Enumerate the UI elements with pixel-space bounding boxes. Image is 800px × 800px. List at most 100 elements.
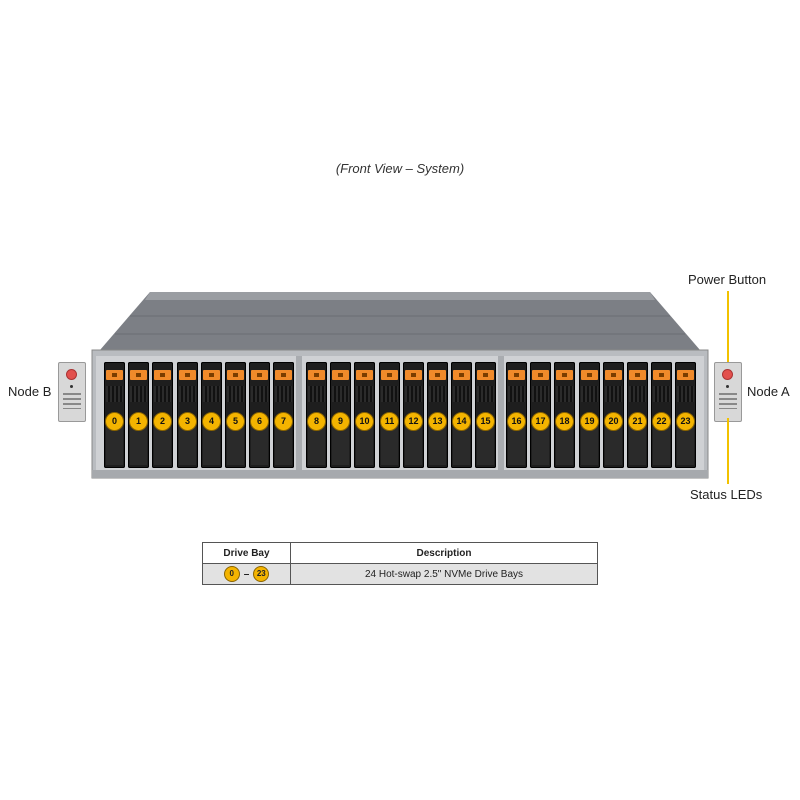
drive-vent <box>251 386 268 402</box>
bay-number-badge: 14 <box>452 412 471 431</box>
drive-vent <box>227 386 244 402</box>
drive-bay[interactable]: 16 <box>506 362 527 468</box>
range-dash: – <box>243 568 250 580</box>
table-row: 0–23 24 Hot-swap 2.5" NVMe Drive Bays <box>202 563 598 585</box>
drive-vent <box>508 386 525 402</box>
drive-bay[interactable]: 18 <box>554 362 575 468</box>
drive-latch[interactable] <box>356 370 373 380</box>
bay-number-badge: 9 <box>331 412 350 431</box>
drive-bay[interactable]: 11 <box>379 362 400 468</box>
drive-latch[interactable] <box>405 370 422 380</box>
bay-number-badge: 21 <box>628 412 647 431</box>
drive-latch[interactable] <box>477 370 494 380</box>
drive-bay[interactable]: 12 <box>403 362 424 468</box>
drive-bay-legend-table: Drive Bay Description 0–23 24 Hot-swap 2… <box>202 542 598 585</box>
drive-latch[interactable] <box>332 370 349 380</box>
drive-latch[interactable] <box>154 370 171 380</box>
drive-latch[interactable] <box>556 370 573 380</box>
description-header: Description <box>290 542 598 564</box>
drive-latch[interactable] <box>275 370 292 380</box>
drive-latch[interactable] <box>130 370 147 380</box>
drive-bay[interactable]: 20 <box>603 362 624 468</box>
drive-latch[interactable] <box>227 370 244 380</box>
node-a-label: Node A <box>747 384 790 399</box>
drive-vent <box>453 386 470 402</box>
drive-bay[interactable]: 3 <box>177 362 198 468</box>
drive-vent <box>356 386 373 402</box>
drive-vent <box>477 386 494 402</box>
drive-bay[interactable]: 14 <box>451 362 472 468</box>
description-cell: 24 Hot-swap 2.5" NVMe Drive Bays <box>290 563 598 585</box>
bay-number-badge: 6 <box>250 412 269 431</box>
drive-vent <box>677 386 694 402</box>
node-a-status-leds <box>719 393 737 409</box>
power-button-callout-line <box>727 291 729 362</box>
drive-latch[interactable] <box>677 370 694 380</box>
bay-number-badge: 8 <box>307 412 326 431</box>
bay-end-badge: 23 <box>253 566 270 582</box>
drive-bay[interactable]: 13 <box>427 362 448 468</box>
bay-number-badge: 22 <box>652 412 671 431</box>
drive-vent <box>429 386 446 402</box>
bay-number-badge: 15 <box>476 412 495 431</box>
drive-latch[interactable] <box>179 370 196 380</box>
table-header-row: Drive Bay Description <box>202 542 598 564</box>
node-b-status-leds <box>63 393 81 409</box>
drive-vent <box>581 386 598 402</box>
drive-bay[interactable]: 22 <box>651 362 672 468</box>
drive-latch[interactable] <box>508 370 525 380</box>
drive-bay[interactable]: 9 <box>330 362 351 468</box>
drive-latch[interactable] <box>605 370 622 380</box>
drive-bay[interactable]: 17 <box>530 362 551 468</box>
bay-number-badge: 7 <box>274 412 293 431</box>
drive-bay[interactable]: 15 <box>475 362 496 468</box>
node-b-power-button[interactable] <box>66 369 77 380</box>
drive-latch[interactable] <box>106 370 123 380</box>
drive-vent <box>308 386 325 402</box>
drive-vent <box>605 386 622 402</box>
bay-number-badge: 16 <box>507 412 526 431</box>
drive-bay[interactable]: 21 <box>627 362 648 468</box>
node-a-power-button[interactable] <box>722 369 733 380</box>
drive-bay[interactable]: 2 <box>152 362 173 468</box>
drive-vent <box>203 386 220 402</box>
drive-latch[interactable] <box>453 370 470 380</box>
bay-number-badge: 11 <box>380 412 399 431</box>
drive-bay[interactable]: 4 <box>201 362 222 468</box>
bay-number-badge: 12 <box>404 412 423 431</box>
drive-vent <box>405 386 422 402</box>
node-a-control-ear <box>714 362 742 422</box>
drive-bay[interactable]: 5 <box>225 362 246 468</box>
bay-number-badge: 3 <box>178 412 197 431</box>
drive-bay[interactable]: 6 <box>249 362 270 468</box>
drive-vent <box>332 386 349 402</box>
drive-bay[interactable]: 10 <box>354 362 375 468</box>
drive-vent <box>556 386 573 402</box>
drive-bay[interactable]: 19 <box>579 362 600 468</box>
bay-number-badge: 13 <box>428 412 447 431</box>
drive-latch[interactable] <box>381 370 398 380</box>
drive-bay[interactable]: 7 <box>273 362 294 468</box>
drive-latch[interactable] <box>429 370 446 380</box>
drive-vent <box>179 386 196 402</box>
drive-latch[interactable] <box>629 370 646 380</box>
drive-latch[interactable] <box>203 370 220 380</box>
drive-bay[interactable]: 8 <box>306 362 327 468</box>
drive-latch[interactable] <box>532 370 549 380</box>
drive-latch[interactable] <box>308 370 325 380</box>
drive-latch[interactable] <box>581 370 598 380</box>
drive-bay[interactable]: 1 <box>128 362 149 468</box>
drive-bay[interactable]: 23 <box>675 362 696 468</box>
status-leds-label: Status LEDs <box>690 487 763 502</box>
drive-latch[interactable] <box>251 370 268 380</box>
drive-vent <box>154 386 171 402</box>
node-b-indicator <box>70 385 73 388</box>
drive-vent <box>629 386 646 402</box>
node-a-indicator <box>726 385 729 388</box>
power-button-label: Power Button <box>688 272 767 287</box>
drive-latch[interactable] <box>653 370 670 380</box>
drive-vent <box>130 386 147 402</box>
bay-start-badge: 0 <box>223 566 240 582</box>
drive-vent <box>275 386 292 402</box>
drive-bay[interactable]: 0 <box>104 362 125 468</box>
